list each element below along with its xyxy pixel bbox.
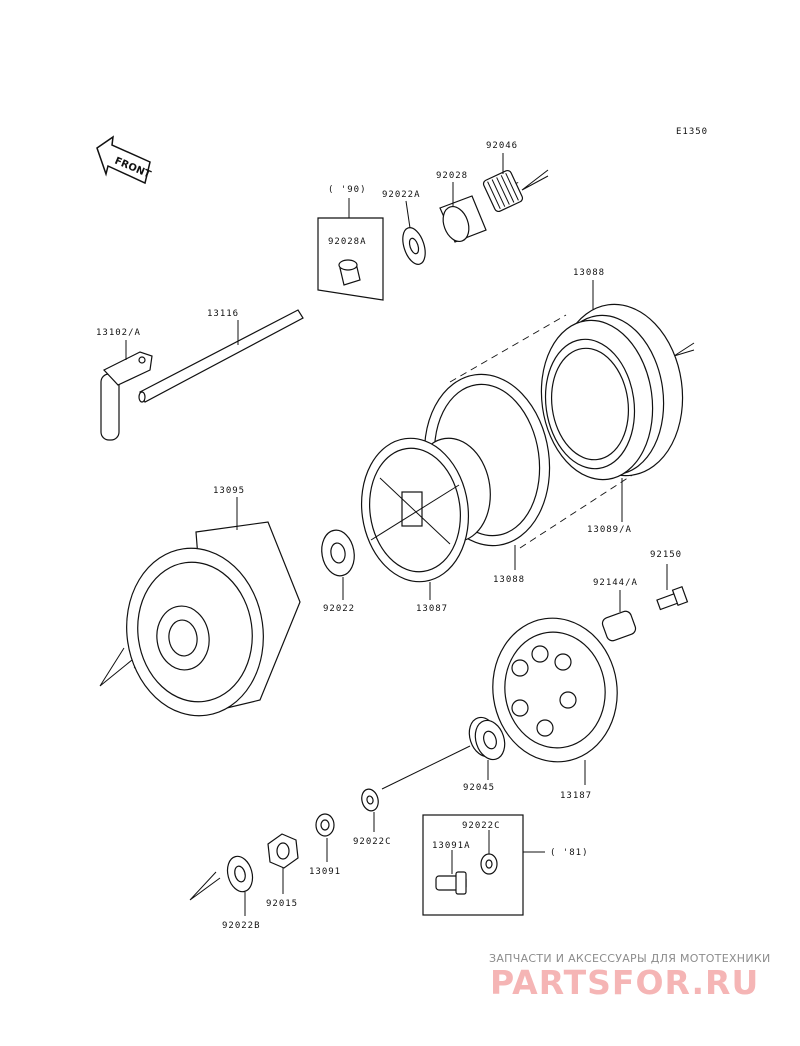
label-92022B: 92022B — [222, 921, 261, 931]
clutch-hub-13087 — [360, 437, 491, 600]
label-92022A: 92022A — [382, 190, 421, 200]
front-arrow-icon: FRONT — [96, 135, 152, 185]
push-rod-13116 — [138, 309, 304, 403]
label-92028A: 92028A — [328, 237, 367, 247]
watermark-logo: PARTSFOR.RU — [490, 963, 759, 1002]
bolt-92150 — [656, 564, 689, 611]
label-92046: 92046 — [486, 141, 518, 151]
washer-92022C — [361, 788, 379, 832]
variant-box-81 — [422, 814, 545, 916]
needle-bearing-92046 — [482, 153, 524, 213]
variant-box-90 — [317, 198, 384, 301]
label-92022: 92022 — [323, 604, 355, 614]
label-92015: 92015 — [266, 899, 298, 909]
label-13116: 13116 — [207, 309, 239, 319]
label-13087: 13087 — [416, 604, 448, 614]
nut-92015 — [267, 833, 299, 894]
label-81: ( '81) — [550, 848, 589, 858]
label-92028: 92028 — [436, 171, 468, 181]
label-13088-bottom: 13088 — [493, 575, 525, 585]
label-13089A: 13089/A — [587, 525, 632, 535]
watermark-tagline: ЗАПЧАСТИ И АКСЕССУАРЫ ДЛЯ МОТОТЕХНИКИ — [489, 952, 771, 965]
spring-92144A — [601, 590, 637, 642]
washer-92022 — [321, 529, 355, 600]
release-lever-13102A — [100, 340, 153, 441]
label-92150: 92150 — [650, 550, 682, 560]
clutch-housing-13095 — [126, 497, 301, 717]
label-13187: 13187 — [560, 791, 592, 801]
label-13091: 13091 — [309, 867, 341, 877]
washer-92022A — [402, 200, 426, 265]
label-13088-top: 13088 — [573, 268, 605, 278]
label-13095: 13095 — [213, 486, 245, 496]
ball-bearing-92045 — [381, 716, 506, 790]
label-92022C: 92022C — [353, 837, 392, 847]
label-90: ( '90) — [328, 185, 367, 195]
collar-13091 — [315, 813, 335, 862]
label-92022C-box: 92022C — [462, 821, 501, 831]
label-13102A: 13102/A — [96, 328, 141, 338]
pressure-plate-13187 — [492, 617, 618, 785]
label-13091A: 13091A — [432, 841, 471, 851]
label-92045: 92045 — [463, 783, 495, 793]
washer-92022B — [226, 855, 254, 916]
diagram-code: E1350 — [676, 127, 708, 137]
clutch-plates-13089A — [540, 303, 684, 522]
sleeve-92028 — [439, 182, 487, 243]
label-92144A: 92144/A — [593, 578, 638, 588]
